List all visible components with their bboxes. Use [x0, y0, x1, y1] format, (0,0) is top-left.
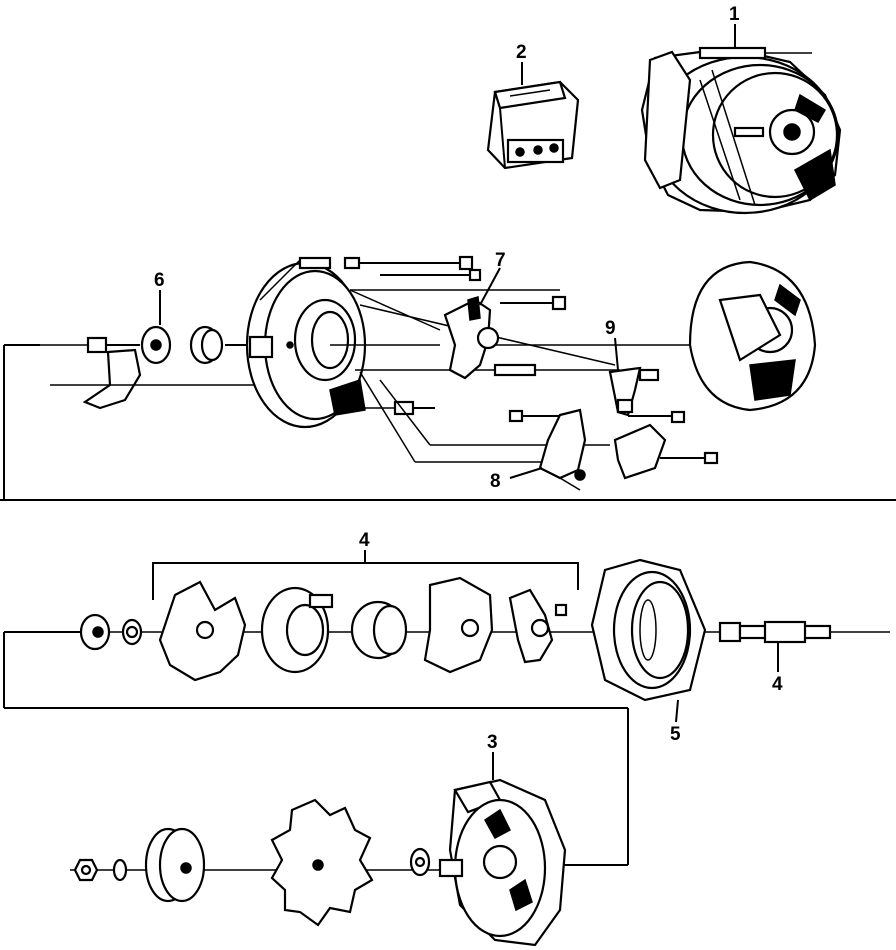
callout-labels: 1 2 3 4 4 5 6 7 8 9 — [154, 4, 783, 753]
callout-6: 6 — [154, 270, 165, 291]
callout-8: 8 — [490, 471, 501, 492]
stator — [590, 558, 707, 702]
callout-1: 1 — [729, 4, 740, 25]
callout-7: 7 — [495, 250, 506, 271]
callout-9: 9 — [605, 318, 616, 339]
callout-4-rotor: 4 — [359, 530, 370, 551]
section-divider-lines — [0, 344, 896, 866]
callout-3: 3 — [487, 732, 498, 753]
rotor-shaft — [718, 620, 890, 672]
through-bolts — [330, 255, 719, 465]
rectifier-bridge — [538, 408, 667, 491]
alternator-assembly — [640, 46, 842, 215]
voltage-regulator — [486, 80, 580, 170]
callout-5: 5 — [670, 724, 681, 745]
slip-ring-end-frame — [245, 256, 367, 429]
rear-cover — [688, 260, 817, 412]
callout-2: 2 — [516, 42, 527, 63]
pulley-fan-drive-end — [70, 752, 567, 947]
rotor-assembly — [79, 550, 720, 682]
callout-4-shaft: 4 — [772, 674, 783, 695]
slip-ring-end-bearing — [40, 325, 260, 410]
callout-leaders — [159, 24, 736, 723]
diode-trio — [608, 366, 642, 417]
brush-holder — [443, 296, 500, 380]
